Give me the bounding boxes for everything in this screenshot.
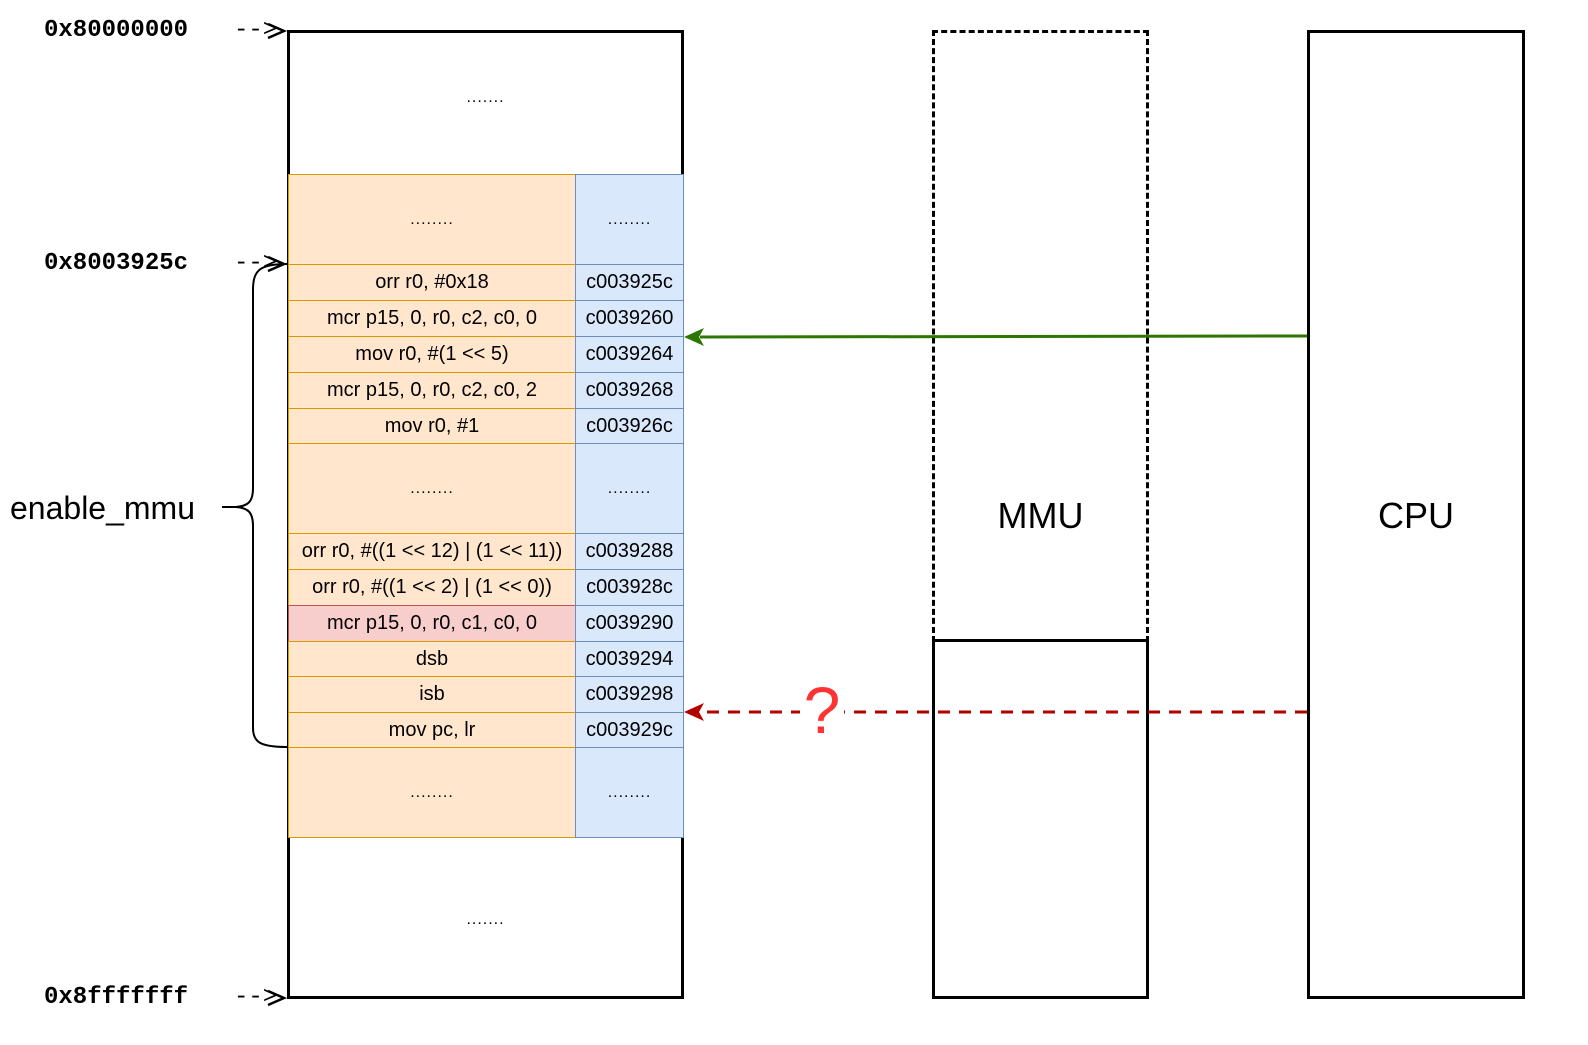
instruction-cell: ........: [288, 174, 576, 265]
address-label-bottom: 0x8fffffff: [44, 984, 189, 1011]
address-label-enable-mmu: 0x8003925c: [44, 250, 189, 277]
address-arrow-bottom: -->: [234, 984, 278, 1011]
arrowhead-bottom: [267, 989, 288, 1007]
address-cell: c0039260: [575, 300, 684, 337]
instruction-cell: mov r0, #(1 << 5): [288, 336, 576, 373]
instruction-cell: ........: [288, 443, 576, 534]
memory-bottom-ellipsis: .......: [466, 911, 505, 928]
address-cell: ........: [575, 747, 684, 838]
memory-top-ellipsis: .......: [466, 89, 505, 106]
instruction-cell: mov r0, #1: [288, 408, 576, 444]
enable-mmu-brace: [222, 263, 288, 748]
address-cell: ........: [575, 174, 684, 265]
instruction-cell: mcr p15, 0, r0, c2, c0, 0: [288, 300, 576, 337]
address-cell: c003925c: [575, 264, 684, 301]
question-mark: ?: [800, 670, 844, 750]
cpu-label: CPU: [1377, 495, 1454, 536]
address-cell: ........: [575, 443, 684, 534]
address-cell: c0039294: [575, 641, 684, 677]
instruction-cell: orr r0, #0x18: [288, 264, 576, 301]
cpu-block: [1307, 30, 1525, 999]
instruction-cell: mov pc, lr: [288, 712, 576, 748]
instruction-cell: ........: [288, 747, 576, 838]
instruction-cell: orr r0, #((1 << 2) | (1 << 0)): [288, 569, 576, 606]
green-arrow-line: [699, 334, 1308, 339]
green-arrow-head: [684, 328, 704, 346]
enable-mmu-label: enable_mmu: [10, 490, 195, 526]
address-cell: c0039298: [575, 676, 684, 713]
address-cell: c003929c: [575, 712, 684, 748]
instruction-cell: mcr p15, 0, r0, c2, c0, 2: [288, 372, 576, 409]
red-arrow-head: [684, 703, 704, 721]
address-label-top: 0x80000000: [44, 17, 189, 44]
address-arrow-enable-mmu: -->: [234, 250, 278, 277]
address-arrow-top: -->: [234, 17, 278, 44]
address-cell: c0039264: [575, 336, 684, 373]
arrowhead-top: [267, 22, 288, 40]
mmu-label: MMU: [997, 495, 1084, 536]
mmu-solid-region: [932, 639, 1149, 999]
